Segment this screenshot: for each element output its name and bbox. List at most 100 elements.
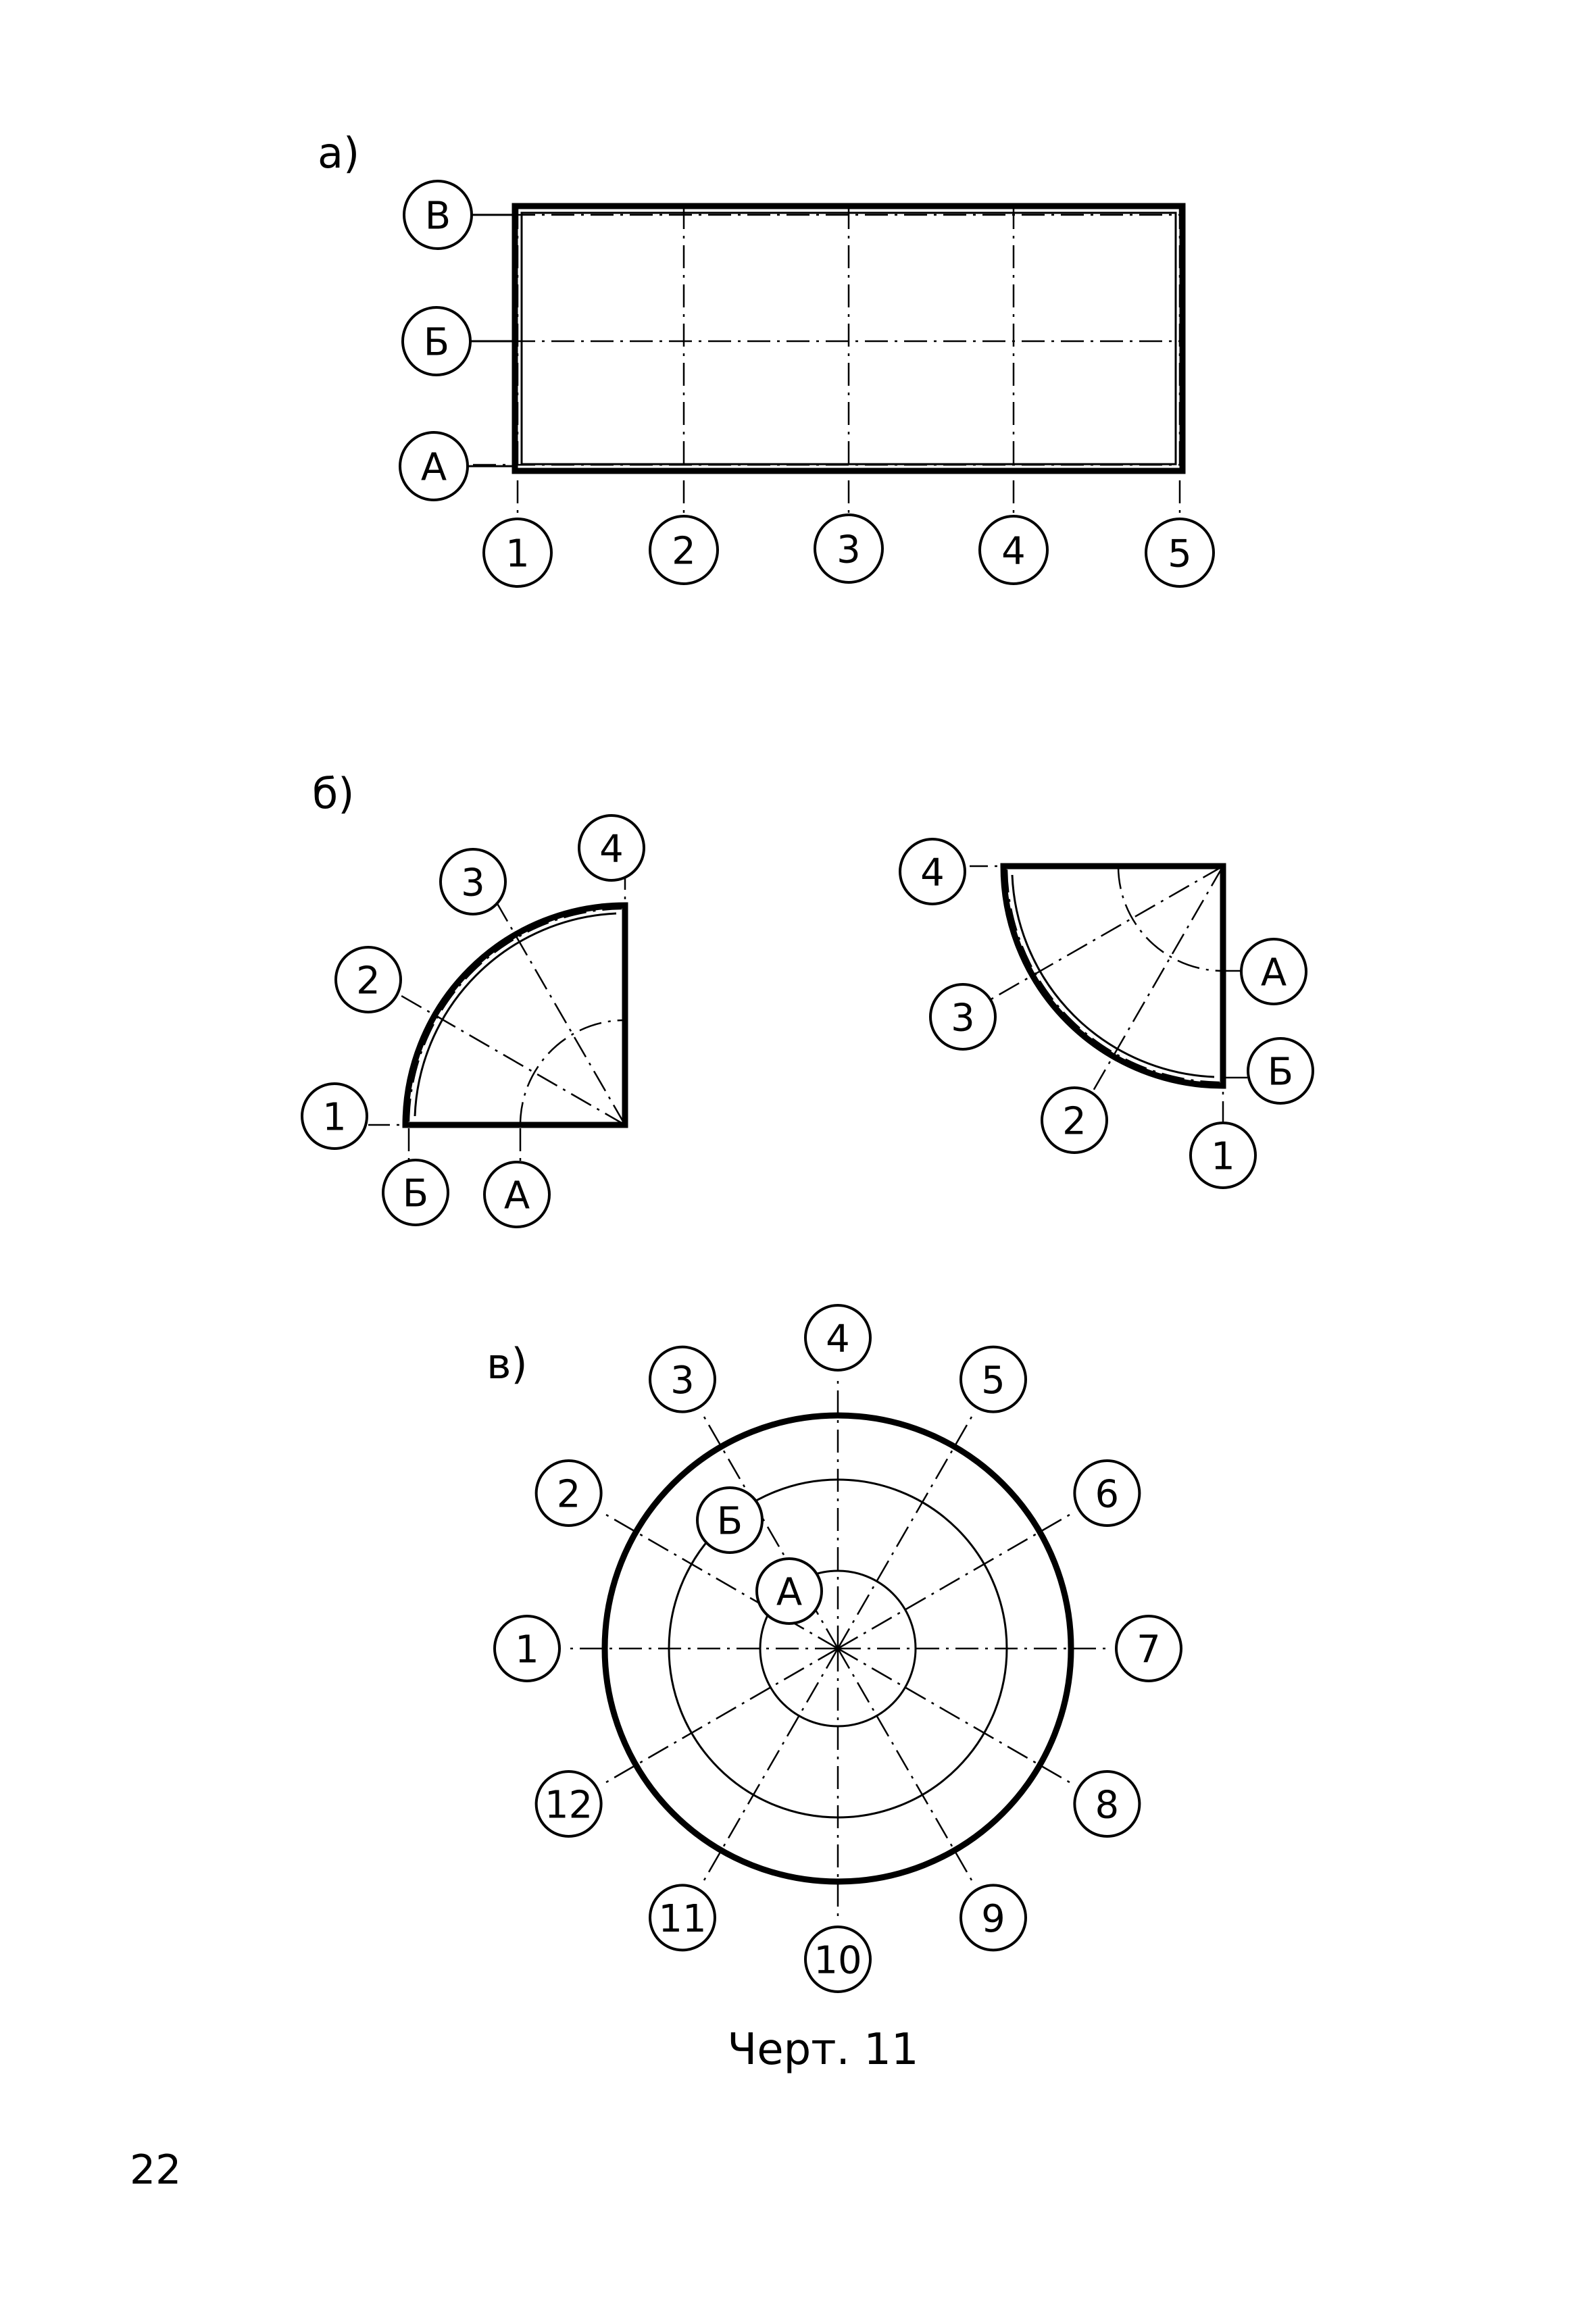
panel-b-right-arc-Б bbox=[1005, 869, 1220, 1084]
axis-marker-label: 5 bbox=[1168, 532, 1192, 576]
axis-marker-c-3: 3 bbox=[649, 1345, 716, 1413]
panel-c-label: в) bbox=[487, 1339, 528, 1388]
axis-marker-label: 1 bbox=[505, 532, 530, 576]
axis-marker-label: Б bbox=[424, 321, 449, 365]
axis-marker-col-2: 2 bbox=[649, 515, 719, 585]
panel-c-radial-axis-11 bbox=[701, 1648, 839, 1884]
panel-c-circle-А bbox=[759, 1569, 917, 1728]
panel-b-left-plan: 1 2 3 4 Б А bbox=[301, 814, 645, 1228]
axis-marker-c-9: 9 bbox=[959, 1884, 1027, 1952]
axis-marker-col-5: 5 bbox=[1145, 518, 1215, 588]
panel-c-radial-axis-5 bbox=[837, 1413, 974, 1649]
axis-marker-label: 4 bbox=[920, 851, 945, 895]
axis-marker-label: А bbox=[776, 1571, 802, 1615]
axis-marker-c-11: 11 bbox=[649, 1884, 716, 1952]
axis-marker-b-right-4: 4 bbox=[899, 838, 966, 905]
axis-marker-b-left-Б: Б bbox=[382, 1159, 449, 1226]
axis-marker-c-10: 10 bbox=[804, 1926, 872, 1993]
axis-marker-col-4: 4 bbox=[978, 515, 1049, 585]
axis-marker-c-Б: Б bbox=[696, 1486, 764, 1554]
axis-marker-label: А bbox=[421, 446, 447, 490]
panel-b-right-arc-А bbox=[1117, 865, 1224, 972]
axis-marker-b-right-1: 1 bbox=[1189, 1122, 1257, 1189]
page-number: 22 bbox=[130, 2146, 181, 2194]
axis-marker-b-right-3: 3 bbox=[929, 983, 997, 1051]
panel-b-left-axis-2 bbox=[393, 990, 626, 1126]
axis-marker-label: 4 bbox=[599, 828, 624, 872]
axis-marker-label: 6 bbox=[1095, 1473, 1120, 1517]
axis-marker-b-right-А: А bbox=[1240, 938, 1307, 1005]
panel-b-right-wall bbox=[1000, 863, 1226, 1089]
panel-c-radial-axis-6 bbox=[837, 1512, 1073, 1650]
axis-marker-b-right-Б: Б bbox=[1247, 1037, 1314, 1105]
axis-marker-label: Б bbox=[1268, 1051, 1293, 1095]
axis-marker-label: 1 bbox=[322, 1096, 347, 1140]
axis-marker-c-1: 1 bbox=[493, 1615, 561, 1682]
axis-marker-label: 3 bbox=[951, 997, 975, 1040]
axis-marker-col-1: 1 bbox=[482, 518, 553, 588]
axis-marker-label: 2 bbox=[557, 1473, 581, 1517]
axis-marker-label: 5 bbox=[981, 1359, 1005, 1403]
axis-marker-row-А: А bbox=[399, 431, 517, 501]
axis-marker-c-7: 7 bbox=[1115, 1615, 1182, 1682]
axis-marker-label: 3 bbox=[461, 861, 485, 905]
axis-marker-label: Б bbox=[403, 1172, 428, 1216]
axis-marker-label: 2 bbox=[672, 530, 696, 574]
panel-b-left-arc-А bbox=[519, 1019, 626, 1126]
axis-marker-label: 7 bbox=[1137, 1628, 1161, 1672]
panel-b-left-arc-Б bbox=[407, 907, 622, 1122]
panel-c-radial-axis-2 bbox=[603, 1512, 839, 1650]
axis-marker-label: 11 bbox=[658, 1897, 706, 1941]
panel-b-right-plan: 4 3 2 1 А Б bbox=[899, 838, 1314, 1189]
axis-marker-label: 2 bbox=[1062, 1100, 1087, 1144]
axis-marker-label: 12 bbox=[545, 1784, 593, 1828]
panel-b: б) 1 2 3 bbox=[301, 769, 1314, 1228]
axis-marker-b-left-3: 3 bbox=[439, 848, 507, 915]
axis-marker-row-В: В bbox=[403, 180, 517, 250]
panel-b-left-wall-inner bbox=[414, 912, 617, 1117]
panel-b-right-axis-2 bbox=[1087, 865, 1224, 1101]
axis-marker-b-right-2: 2 bbox=[1041, 1086, 1108, 1154]
axis-marker-c-8: 8 bbox=[1073, 1770, 1141, 1838]
panel-b-left-axis-3 bbox=[490, 892, 626, 1126]
axis-marker-c-А: А bbox=[755, 1557, 823, 1625]
axis-marker-label: 1 bbox=[515, 1628, 539, 1672]
panel-b-left-wall bbox=[402, 902, 628, 1128]
axis-marker-c-12: 12 bbox=[534, 1770, 603, 1838]
panel-c-radial-axis-9 bbox=[837, 1648, 974, 1884]
panel-c-wall bbox=[601, 1412, 1074, 1885]
axis-marker-label: В bbox=[425, 195, 451, 238]
axis-marker-label: 3 bbox=[837, 528, 861, 572]
axis-marker-label: 4 bbox=[826, 1317, 850, 1361]
axis-marker-col-3: 3 bbox=[814, 513, 884, 584]
panel-a-label: а) bbox=[318, 128, 359, 178]
axis-marker-label: 2 bbox=[356, 959, 380, 1003]
axis-marker-label: 4 bbox=[1001, 530, 1026, 574]
panel-b-right-wall-inner bbox=[1011, 874, 1215, 1078]
axis-marker-row-Б: Б bbox=[401, 306, 517, 376]
axis-marker-c-2: 2 bbox=[534, 1459, 603, 1527]
axis-marker-label: 9 bbox=[981, 1897, 1005, 1941]
panel-a: а) В Б А 1 bbox=[318, 128, 1215, 588]
axis-marker-b-left-2: 2 bbox=[334, 946, 402, 1013]
panel-c-radial-axis-8 bbox=[837, 1647, 1073, 1785]
axis-marker-label: 10 bbox=[814, 1939, 862, 1983]
axis-marker-c-4: 4 bbox=[804, 1304, 872, 1372]
axis-marker-label: 8 bbox=[1095, 1784, 1120, 1828]
axis-marker-label: 1 bbox=[1211, 1135, 1235, 1179]
figure-caption: Черт. 11 bbox=[727, 2025, 918, 2075]
axis-marker-b-left-1: 1 bbox=[301, 1082, 368, 1150]
panel-b-label: б) bbox=[312, 769, 354, 818]
axis-marker-b-left-А: А bbox=[483, 1161, 551, 1228]
axis-marker-label: А bbox=[504, 1174, 530, 1218]
axis-marker-b-left-4: 4 bbox=[578, 814, 645, 882]
panel-c-radial-axes bbox=[568, 1378, 1108, 1919]
panel-c-radial-axis-12 bbox=[603, 1647, 839, 1785]
panel-b-right-axis-3 bbox=[989, 865, 1224, 1001]
axis-marker-label: 3 bbox=[670, 1359, 695, 1403]
axis-marker-label: А bbox=[1261, 951, 1287, 995]
axis-marker-c-6: 6 bbox=[1073, 1459, 1141, 1527]
